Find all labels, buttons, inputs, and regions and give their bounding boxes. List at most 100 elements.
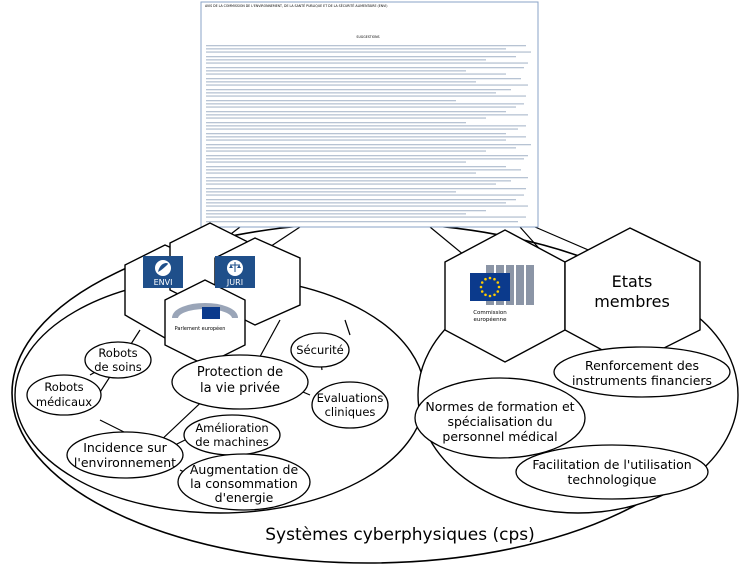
document-text-line — [206, 70, 466, 72]
document-text-line — [206, 133, 506, 135]
normes-line3: personnel médical — [442, 429, 557, 444]
document-text-line — [206, 150, 486, 152]
right-topic-labels: Renforcement des instruments financiers … — [425, 358, 712, 487]
parliament-logo: Parlement européen — [172, 303, 238, 332]
document-text-line — [206, 100, 456, 102]
right-topics — [414, 346, 731, 500]
document-thumbnail: AVIS DE LA COMMISSION DE L'ENVIRONNEMENT… — [200, 1, 539, 228]
amelioration-line2: de machines — [195, 435, 268, 449]
member-states-hexagon — [564, 227, 701, 366]
eu-star — [493, 293, 496, 297]
eu-star — [484, 293, 487, 297]
robots-medicaux-line1: Robots — [44, 380, 83, 394]
normes-line2: spécialisation du — [447, 414, 552, 429]
juri-icon: JURI — [215, 256, 255, 288]
member-states-label-line2: membres — [594, 292, 670, 311]
topic-robots-soins — [84, 341, 152, 379]
augmentation-line2: la consommation — [190, 476, 298, 491]
document-text-line — [206, 117, 486, 119]
document-text-line — [206, 95, 526, 97]
document-text-line — [206, 213, 466, 215]
hexagon-bottom — [164, 279, 246, 366]
facilitation-line2: technologique — [567, 472, 656, 487]
document-text-line — [206, 89, 511, 91]
eu-star — [480, 281, 484, 284]
document-text-line — [206, 199, 516, 201]
document-text-line — [206, 155, 528, 157]
evaluations-line1: Evaluations — [317, 391, 384, 405]
eu-star — [488, 276, 492, 280]
system-label: Systèmes cyberphysiques (cps) — [265, 525, 535, 545]
incidence-line1: Incidence sur — [83, 440, 167, 455]
document-text-line — [206, 180, 511, 182]
document-text-line — [206, 158, 524, 160]
evaluations-line2: cliniques — [325, 405, 376, 419]
document-text-line — [206, 106, 516, 108]
topic-securite — [290, 332, 350, 368]
commission-label-line2: européenne — [474, 316, 508, 323]
document-text-line — [206, 139, 506, 141]
topic-facilitation-technologique — [515, 444, 709, 500]
document-header: AVIS DE LA COMMISSION DE L'ENVIRONNEMENT… — [205, 3, 388, 8]
document-text-line — [206, 125, 526, 127]
renforcement-line2: instruments financiers — [572, 373, 712, 388]
envi-label: ENVI — [154, 278, 173, 287]
document-text-line — [206, 166, 506, 168]
eu-star — [496, 290, 500, 293]
envi-icon: ENVI — [143, 256, 183, 288]
document-text-line — [206, 114, 528, 116]
document-text-line — [206, 56, 516, 58]
document-text-line — [206, 221, 518, 223]
document-text-line — [206, 103, 524, 105]
normes-line1: Normes de formation et — [425, 399, 574, 414]
juri-label: JURI — [226, 278, 243, 287]
document-text-line — [206, 78, 521, 80]
document-heading: SUGGESTIONS — [356, 35, 379, 39]
left-topics — [26, 332, 389, 511]
topic-incidence-environnement — [66, 431, 184, 479]
document-text-line — [206, 194, 524, 196]
document-text-line — [206, 183, 496, 185]
parliament-label: Parlement européen — [175, 325, 226, 332]
member-states-label-line1: Etats — [612, 272, 653, 291]
topic-renforcement-financiers — [553, 346, 731, 398]
document-text-line — [206, 59, 486, 61]
renforcement-line1: Renforcement des — [585, 358, 699, 373]
robots-soins-line1: Robots — [98, 346, 137, 360]
document-text-line — [206, 45, 526, 47]
document-text-line — [206, 210, 486, 212]
protection-line1: Protection de — [197, 365, 283, 380]
document-text-line — [206, 51, 531, 53]
topic-evaluations-cliniques — [311, 381, 389, 429]
document-text-line — [206, 202, 506, 204]
eu-star — [496, 281, 500, 284]
document-text-line — [206, 161, 466, 163]
eu-stars — [479, 276, 501, 298]
augmentation-line3: d'energie — [215, 490, 274, 505]
robots-medicaux-line2: médicaux — [36, 395, 92, 409]
commission-label-line1: Commission — [473, 310, 507, 316]
document-text-line — [206, 128, 518, 130]
topic-normes-formation — [414, 377, 586, 459]
eu-star — [484, 277, 487, 281]
document-text-line — [206, 172, 476, 174]
document-text-line — [206, 188, 526, 190]
protection-line2: la vie privée — [200, 381, 280, 396]
document-text-line — [206, 144, 531, 146]
amelioration-line1: Amélioration — [195, 421, 268, 435]
document-text-line — [206, 81, 476, 83]
document-text-line — [206, 48, 506, 50]
augmentation-line1: Augmentation de — [190, 462, 299, 477]
incidence-line2: l'environnement — [74, 455, 176, 470]
eu-star — [479, 285, 483, 289]
securite-line1: Sécurité — [296, 343, 344, 357]
topic-protection-vie-privee — [171, 354, 309, 410]
eu-star — [497, 285, 501, 289]
topic-augmentation-energie — [177, 453, 311, 511]
document-text-line — [206, 62, 528, 64]
document-text-line — [206, 205, 528, 207]
document-text-line — [206, 177, 528, 179]
document-text-lines — [206, 45, 531, 223]
eu-star — [488, 294, 492, 298]
